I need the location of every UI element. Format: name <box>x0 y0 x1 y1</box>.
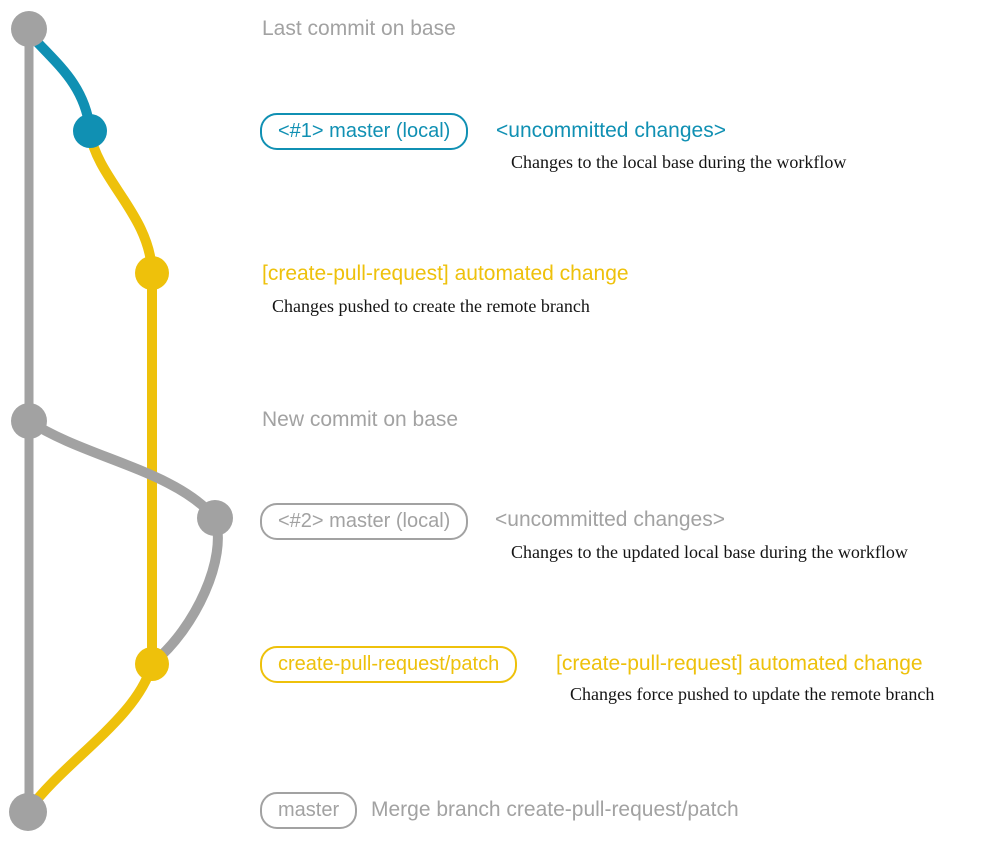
commit-dot-merge <box>9 793 47 831</box>
patch-branch-pill: create-pull-request/patch <box>260 646 518 683</box>
commit-dot-patch-2 <box>135 647 169 681</box>
git-graph <box>9 11 233 831</box>
last-commit-label: Last commit on base <box>262 17 456 40</box>
new-commit-label: New commit on base <box>262 408 459 431</box>
master-local-2-note: <uncommitted changes> <box>495 508 725 531</box>
commit-dot-master-local-2 <box>197 500 233 536</box>
master-local-2-description: Changes to the updated local base during… <box>511 542 908 562</box>
master-local-1-description: Changes to the local base during the wor… <box>511 152 847 172</box>
rebase-curve-to-patch <box>149 513 223 667</box>
local-master-branch-curve <box>23 27 95 134</box>
merge-label: Merge branch create-pull-request/patch <box>371 798 739 821</box>
commit-dot-master-local-1 <box>73 114 107 148</box>
master-local-1-note: <uncommitted changes> <box>496 119 726 142</box>
automated-change-2-description: Changes force pushed to update the remot… <box>570 684 935 704</box>
master-local-2-pill: <#2> master (local) <box>260 503 469 540</box>
automated-change-1-description: Changes pushed to create the remote bran… <box>272 296 590 316</box>
rebase-curve-to-master-2 <box>24 416 220 523</box>
automated-change-1-label: [create-pull-request] automated change <box>262 262 629 285</box>
commit-dot-last-base <box>11 11 47 47</box>
merge-curve <box>23 659 157 816</box>
commit-dot-new-base <box>11 403 47 439</box>
automated-change-2-label: [create-pull-request] automated change <box>556 652 923 675</box>
master-pill: master <box>260 792 358 829</box>
master-local-1-pill: <#1> master (local) <box>260 113 469 150</box>
patch-branch-curve-top <box>85 128 157 277</box>
commit-dot-patch-1 <box>135 256 169 290</box>
